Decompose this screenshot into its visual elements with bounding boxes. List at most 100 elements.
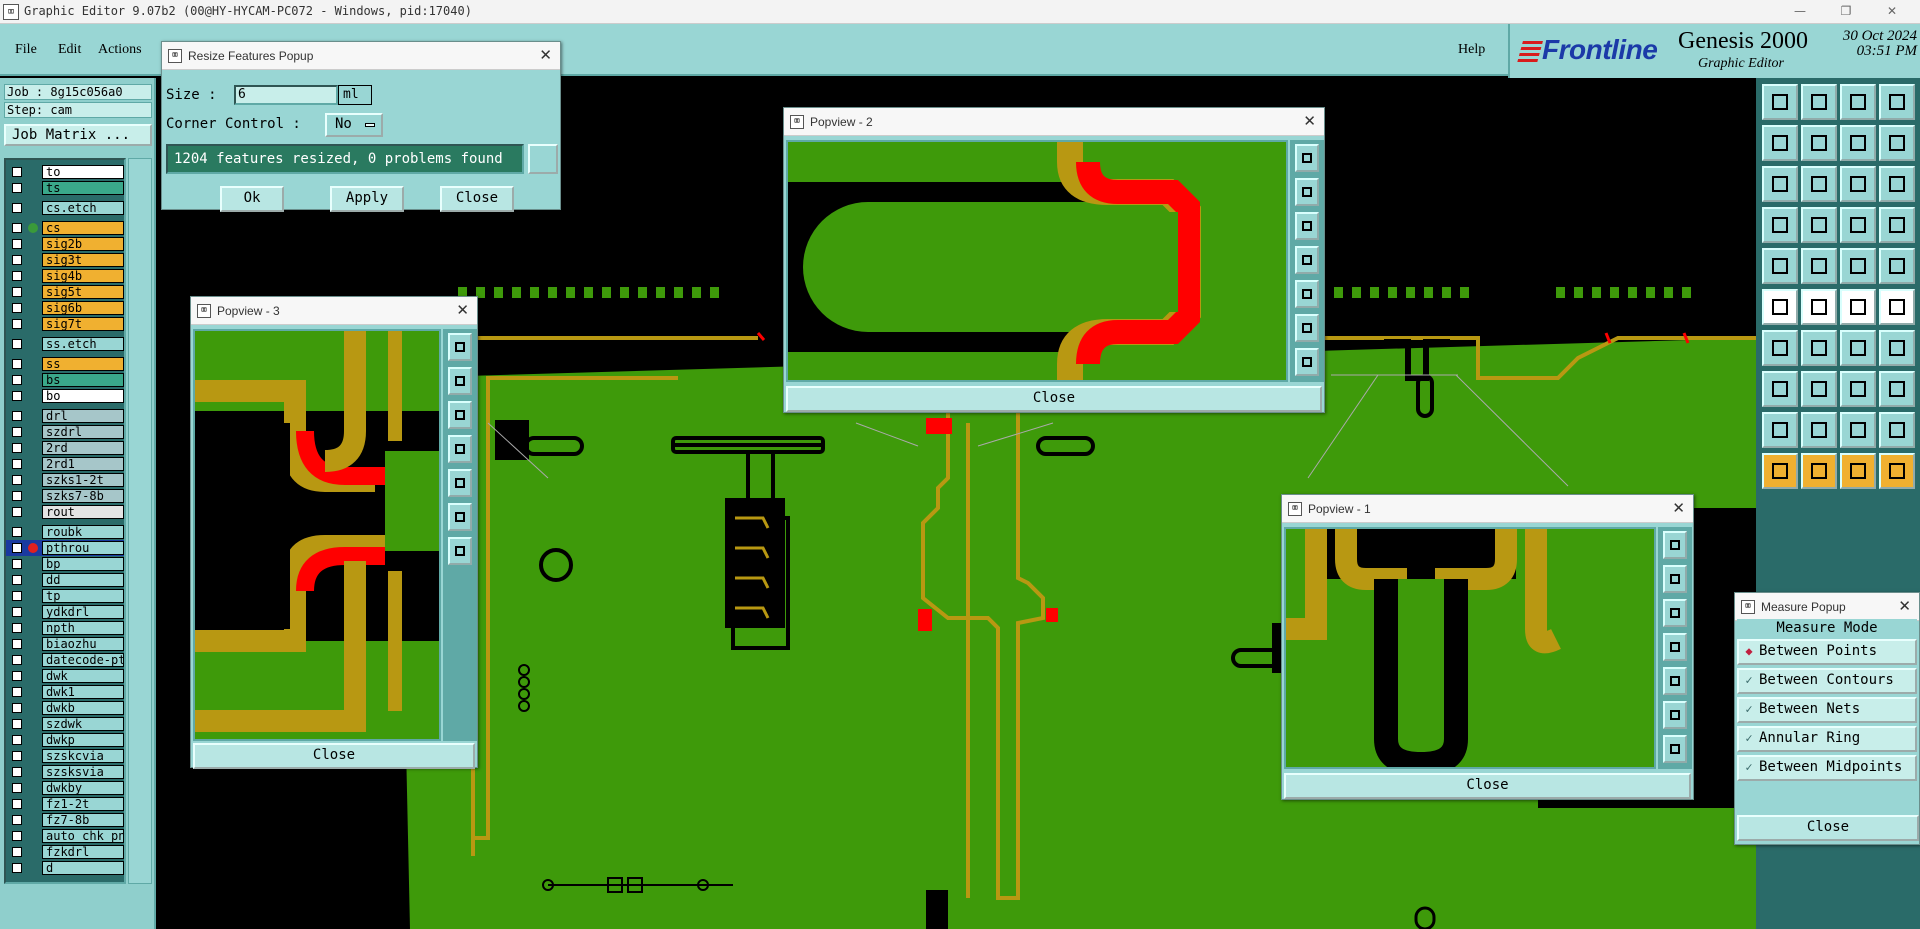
ok-button[interactable]: Ok (220, 186, 284, 212)
layer-name[interactable]: dwk1 (42, 685, 124, 699)
layer-name[interactable]: sig4b (42, 269, 124, 283)
layer-scrollbar[interactable] (128, 158, 152, 884)
layer-checkbox[interactable] (12, 203, 22, 213)
layer-name[interactable]: bp (42, 557, 124, 571)
measure-option[interactable]: ◆Between Points (1737, 639, 1917, 665)
tool-button[interactable] (1879, 412, 1915, 448)
popview-3-canvas[interactable] (193, 329, 441, 741)
popview-tool-button[interactable] (1663, 599, 1687, 627)
layer-checkbox[interactable] (12, 719, 22, 729)
popview-3-close-button[interactable]: Close (193, 743, 475, 769)
layer-name[interactable]: dwkp (42, 733, 124, 747)
layer-row[interactable]: roubk (6, 524, 124, 540)
popview-tool-button[interactable] (1295, 348, 1319, 376)
layer-row[interactable]: ydkdrl (6, 604, 124, 620)
tool-button[interactable] (1801, 330, 1837, 366)
layer-name[interactable]: cs.etch (42, 201, 124, 215)
popview-tool-button[interactable] (1295, 212, 1319, 240)
close-icon[interactable]: ✕ (1672, 499, 1685, 517)
layer-row[interactable]: ss (6, 356, 124, 372)
layer-name[interactable]: szdrl (42, 425, 124, 439)
menu-edit[interactable]: Edit (58, 42, 82, 57)
tool-button[interactable] (1840, 166, 1876, 202)
layer-checkbox[interactable] (12, 591, 22, 601)
layer-row[interactable]: sig6b (6, 300, 124, 316)
layer-checkbox[interactable] (12, 271, 22, 281)
layer-checkbox[interactable] (12, 339, 22, 349)
layer-name[interactable]: biaozhu (42, 637, 124, 651)
tool-button[interactable] (1801, 166, 1837, 202)
close-icon[interactable]: ✕ (1898, 597, 1911, 615)
layer-checkbox[interactable] (12, 527, 22, 537)
layer-name[interactable]: 2rd1 (42, 457, 124, 471)
layer-row[interactable]: auto_chk_pn (6, 828, 124, 844)
tool-button[interactable] (1840, 371, 1876, 407)
layer-row[interactable]: fz7-8b (6, 812, 124, 828)
tool-button[interactable] (1840, 84, 1876, 120)
layer-row[interactable]: bo (6, 388, 124, 404)
close-button[interactable]: Close (440, 186, 514, 212)
layer-name[interactable]: sig3t (42, 253, 124, 267)
layer-row[interactable]: fz1-2t (6, 796, 124, 812)
layer-row[interactable]: datecode-pt (6, 652, 124, 668)
layer-row[interactable]: dd (6, 572, 124, 588)
layer-name[interactable]: szdwk (42, 717, 124, 731)
layer-name[interactable]: fz7-8b (42, 813, 124, 827)
popview-tool-button[interactable] (1663, 565, 1687, 593)
layer-row[interactable]: dwk (6, 668, 124, 684)
layer-name[interactable]: dd (42, 573, 124, 587)
layer-checkbox[interactable] (12, 319, 22, 329)
layer-name[interactable]: to (42, 165, 124, 179)
popview-tool-button[interactable] (448, 367, 472, 395)
layer-row[interactable]: 2rd (6, 440, 124, 456)
layer-row[interactable]: dwkp (6, 732, 124, 748)
menu-actions[interactable]: Actions (98, 42, 142, 57)
layer-name[interactable]: sig6b (42, 301, 124, 315)
measure-option[interactable]: ✓Between Midpoints (1737, 755, 1917, 781)
layer-row[interactable]: d (6, 860, 124, 876)
tool-button[interactable] (1762, 207, 1798, 243)
tool-button[interactable] (1840, 289, 1876, 325)
layer-row[interactable]: szdrl (6, 424, 124, 440)
tool-button[interactable] (1879, 207, 1915, 243)
layer-name[interactable]: datecode-pt (42, 653, 124, 667)
menu-file[interactable]: File (15, 42, 37, 57)
measure-option[interactable]: ✓Between Nets (1737, 697, 1917, 723)
close-icon[interactable]: ✕ (456, 301, 469, 319)
layer-checkbox[interactable] (12, 459, 22, 469)
popview-tool-button[interactable] (448, 333, 472, 361)
layer-name[interactable]: d (42, 861, 124, 875)
layer-checkbox[interactable] (12, 655, 22, 665)
popview-tool-button[interactable] (448, 435, 472, 463)
layer-name[interactable]: rout (42, 505, 124, 519)
popview-tool-button[interactable] (1663, 735, 1687, 763)
restore-button[interactable]: ❐ (1840, 4, 1852, 18)
layer-name[interactable]: ts (42, 181, 124, 195)
tool-button[interactable] (1801, 412, 1837, 448)
layer-checkbox[interactable] (12, 411, 22, 421)
layer-row[interactable]: ts (6, 180, 124, 196)
tool-button[interactable] (1879, 371, 1915, 407)
layer-checkbox[interactable] (12, 751, 22, 761)
layer-checkbox[interactable] (12, 491, 22, 501)
layer-row[interactable]: dwkby (6, 780, 124, 796)
layer-checkbox[interactable] (12, 783, 22, 793)
tool-button[interactable] (1879, 289, 1915, 325)
measure-close-button[interactable]: Close (1737, 815, 1919, 841)
layer-name[interactable]: drl (42, 409, 124, 423)
popview-tool-button[interactable] (1295, 144, 1319, 172)
layer-name[interactable]: szsksvia (42, 765, 124, 779)
layer-name[interactable]: pthrou (42, 541, 124, 555)
layer-checkbox[interactable] (12, 799, 22, 809)
layer-row[interactable]: ss.etch (6, 336, 124, 352)
layer-row[interactable]: fzkdrl (6, 844, 124, 860)
layer-row[interactable]: tp (6, 588, 124, 604)
tool-button[interactable] (1801, 84, 1837, 120)
tool-button[interactable] (1762, 453, 1798, 489)
layer-name[interactable]: bs (42, 373, 124, 387)
layer-checkbox[interactable] (12, 475, 22, 485)
layer-checkbox[interactable] (12, 815, 22, 825)
layer-name[interactable]: dwkb (42, 701, 124, 715)
tool-button[interactable] (1879, 125, 1915, 161)
layer-checkbox[interactable] (12, 735, 22, 745)
